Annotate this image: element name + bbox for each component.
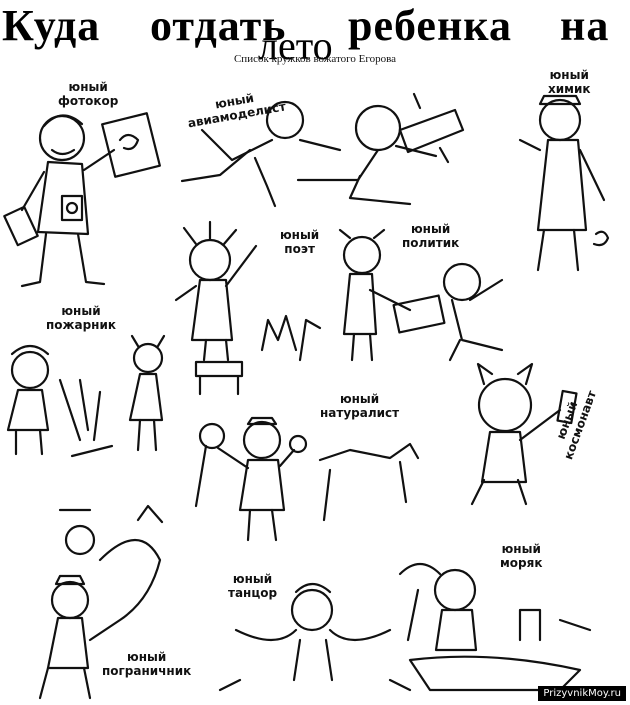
chemist-figure xyxy=(518,94,610,272)
label-photo: юный фотокор xyxy=(58,80,119,108)
label-dancer: юный танцор xyxy=(228,572,278,600)
label-fireman: юный пожарник xyxy=(46,304,117,332)
site-watermark: PrizyvnikMoy.ru xyxy=(538,686,626,701)
title-word-4: на xyxy=(560,1,610,50)
cosmonaut-figure xyxy=(470,362,578,506)
politician-figure xyxy=(338,228,504,362)
label-chemist: юный химик xyxy=(548,68,591,96)
title-word-1: Куда xyxy=(2,1,101,50)
label-poet: юный поэт xyxy=(280,228,320,256)
fireman-figure xyxy=(6,334,166,458)
title-word-leto: лето xyxy=(258,23,333,68)
naturalist-figure xyxy=(194,416,420,542)
title-word-2: отдать xyxy=(150,1,287,50)
dancer-figure xyxy=(218,582,412,692)
photographer-figure xyxy=(3,112,161,288)
sailor-figure xyxy=(398,562,592,692)
aeromodeller-figure xyxy=(180,92,465,208)
border-guard-figure xyxy=(38,504,164,700)
label-politician: юный политик xyxy=(402,222,460,250)
label-naturalist: юный натуралист xyxy=(320,392,400,420)
poet-figure xyxy=(174,220,322,396)
page-subtitle: Список кружков вожатого Егорова xyxy=(233,53,397,65)
label-border: юный пограничник xyxy=(102,650,192,678)
title-word-3: ребенка xyxy=(348,1,512,50)
label-sailor: юный моряк xyxy=(500,542,543,570)
